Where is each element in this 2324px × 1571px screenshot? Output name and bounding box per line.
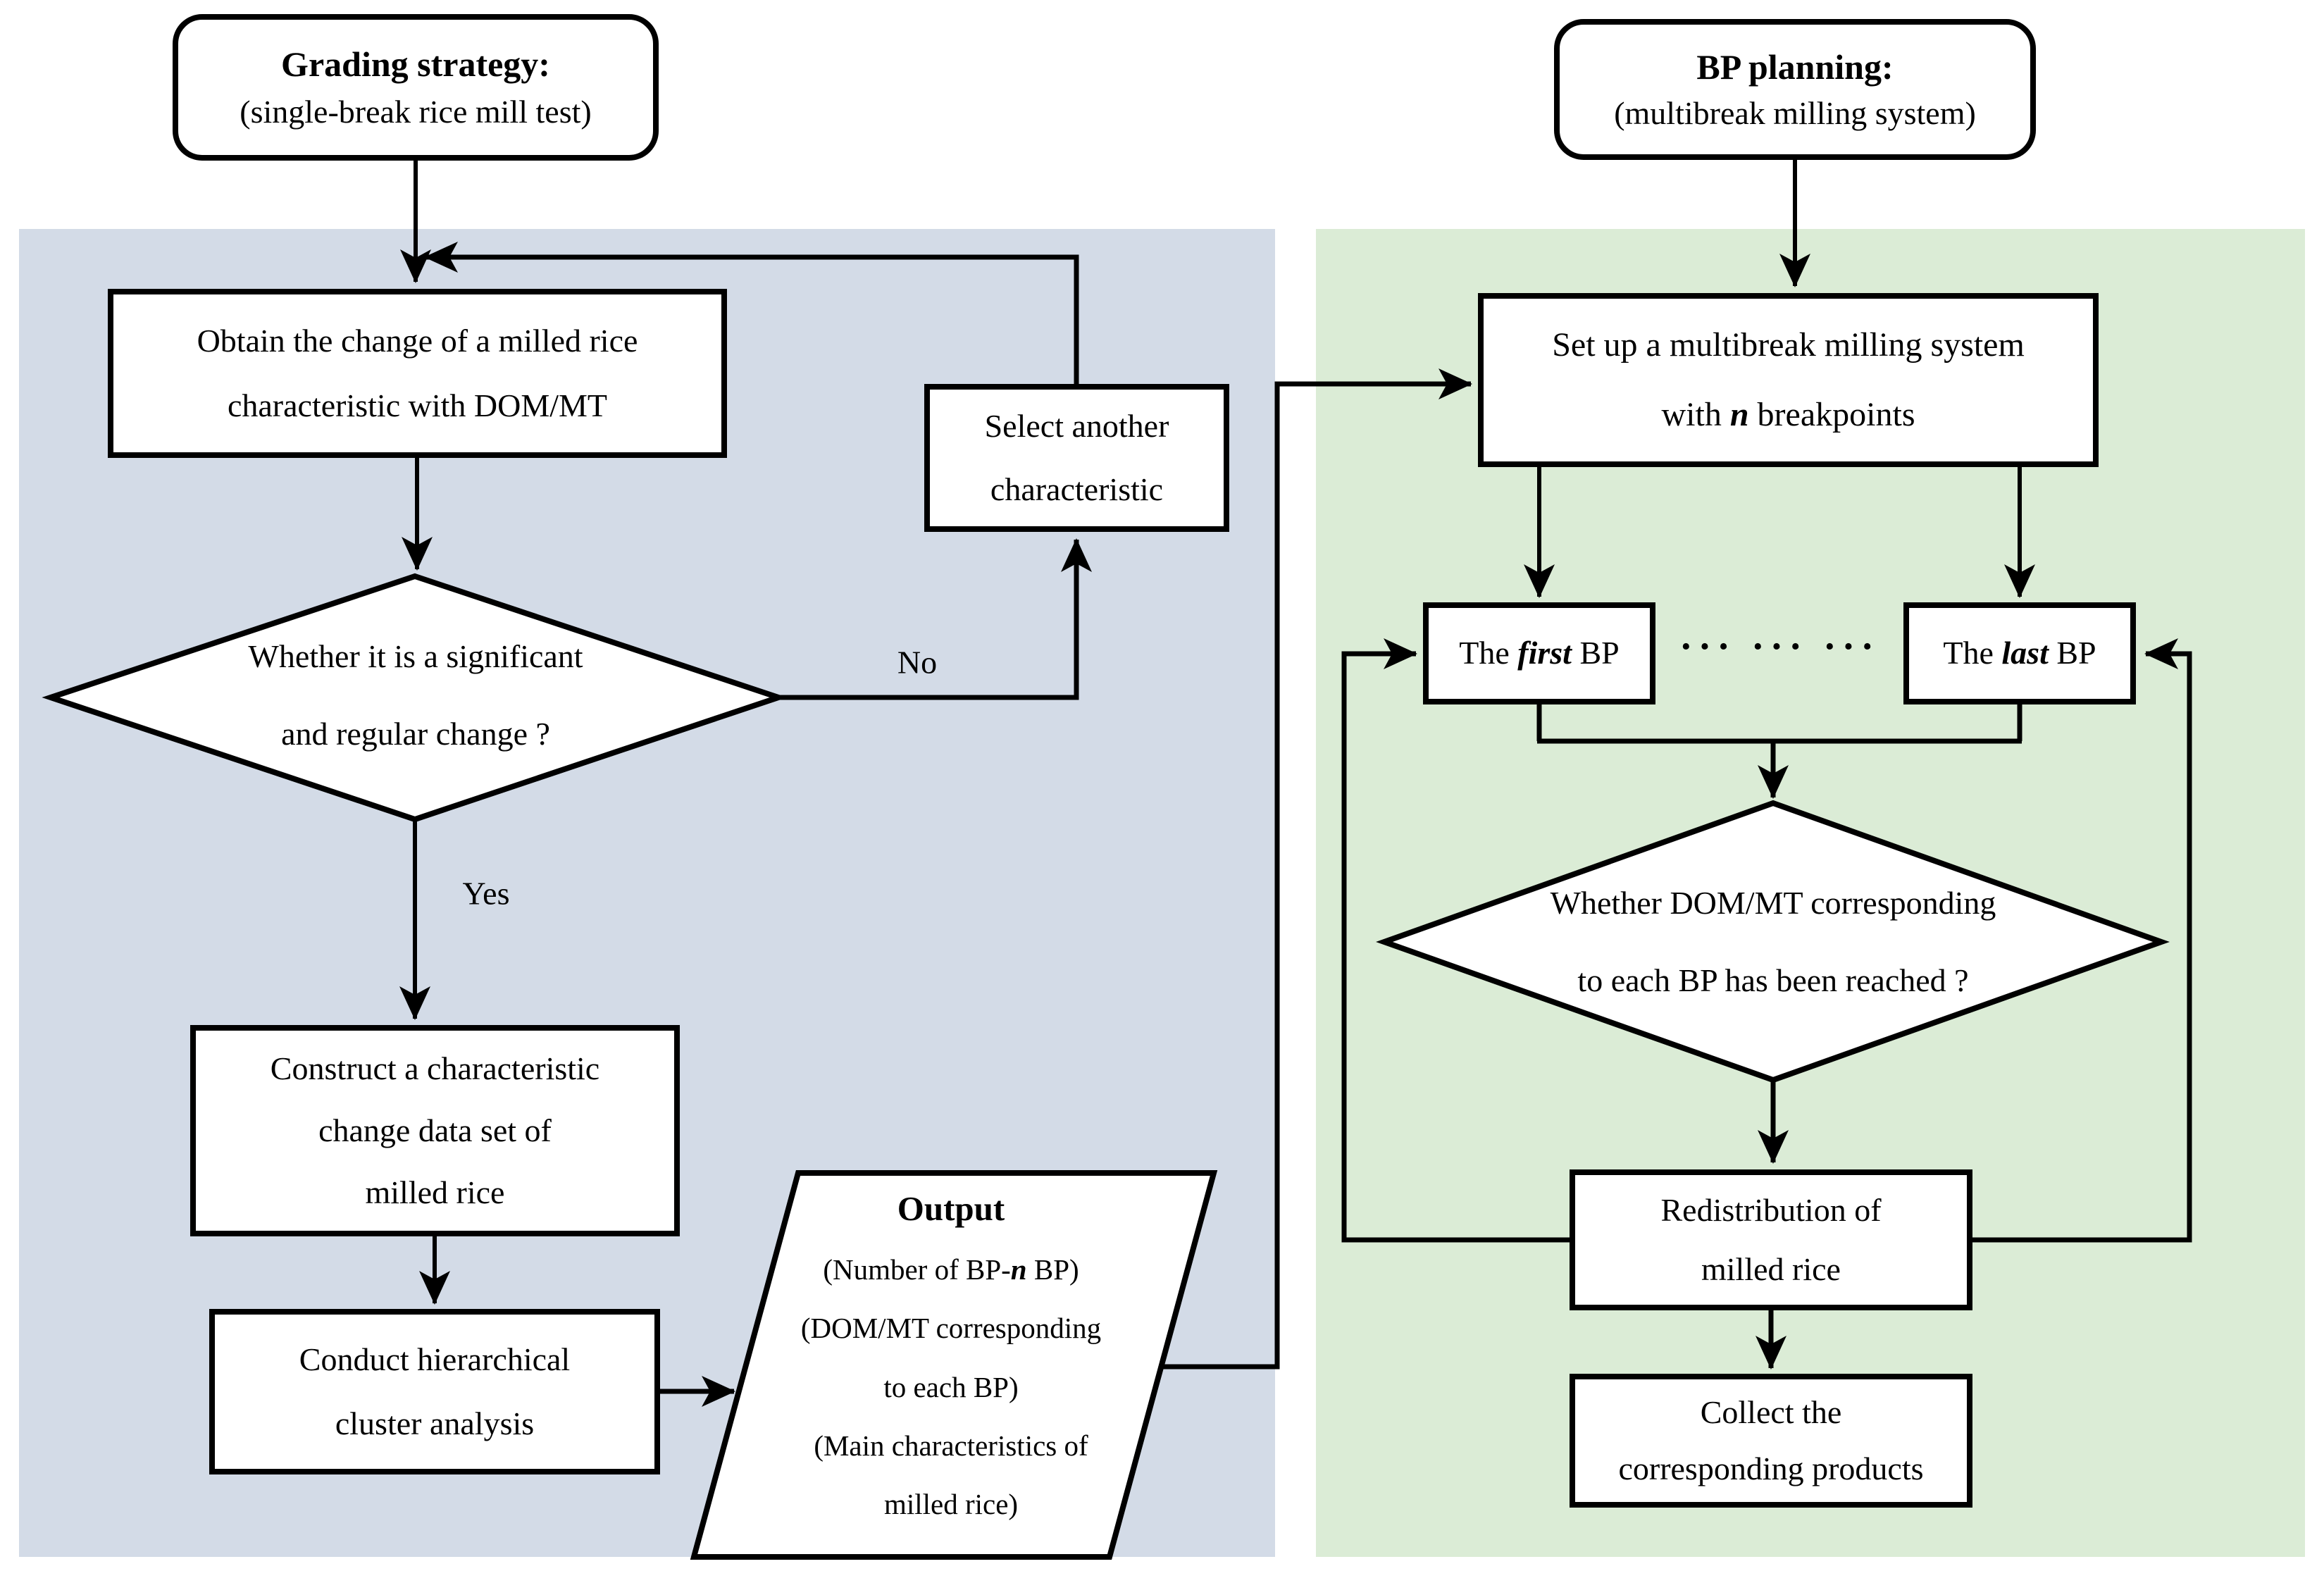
cluster-box-line1: Conduct hierarchical <box>299 1341 571 1378</box>
redistribution-box: Redistribution of milled rice <box>1570 1169 1972 1310</box>
significant-change-decision <box>42 573 788 823</box>
construct-box-line1: Construct a characteristic <box>270 1050 600 1086</box>
arrow-decision-no-to-select <box>778 538 1092 700</box>
arrow-redistribution-to-first-bp <box>1341 638 1570 1243</box>
first-bp-em: first <box>1517 635 1572 671</box>
obtain-change-line2: characteristic with DOM/MT <box>227 387 608 423</box>
setup-milling-system-box: Set up a multibreak milling system with … <box>1478 293 2099 467</box>
yes-label: Yes <box>462 875 510 912</box>
cluster-box-line2: cluster analysis <box>335 1405 535 1441</box>
no-label: No <box>897 644 938 681</box>
select-box-line1: Select another <box>984 407 1169 444</box>
select-box-line2: characteristic <box>990 471 1164 507</box>
last-bp-em: last <box>2001 635 2049 671</box>
arrow-select-feedback-to-obtain <box>424 242 1079 384</box>
redistribution-line2: milled rice <box>1701 1251 1841 1287</box>
last-bp-text: The last BP <box>1943 635 2096 671</box>
setup-box-n: n <box>1729 395 1749 433</box>
redistribution-line1: Redistribution of <box>1660 1191 1882 1228</box>
output-parallelogram <box>690 1170 1218 1560</box>
grading-strategy-heading: Grading strategy: <box>281 44 550 84</box>
last-bp-box: The last BP <box>1903 602 2136 704</box>
bp-ellipsis-dots: ··· ··· ··· <box>1679 625 1880 669</box>
obtain-change-line1: Obtain the change of a milled rice <box>197 322 638 359</box>
obtain-change-box: Obtain the change of a milled rice chara… <box>108 289 727 458</box>
grading-strategy-subheading: (single-break rice mill test) <box>240 94 592 130</box>
first-bp-box: The first BP <box>1423 602 1655 704</box>
grading-strategy-title-box: Grading strategy: (single-break rice mil… <box>173 14 659 161</box>
bp-planning-subheading: (multibreak milling system) <box>1614 95 1976 132</box>
construct-box-line2: change data set of <box>318 1112 552 1148</box>
dom-mt-reached-decision <box>1376 800 2170 1083</box>
construct-box-line3: milled rice <box>365 1174 505 1211</box>
select-another-characteristic-box: Select another characteristic <box>924 384 1229 532</box>
cluster-analysis-box: Conduct hierarchical cluster analysis <box>209 1309 660 1474</box>
bp-planning-heading: BP planning: <box>1696 46 1894 87</box>
arrow-redistribution-to-last-bp <box>1972 638 2192 1243</box>
arrow-output-to-setup <box>1161 368 1472 1370</box>
collect-products-box: Collect the corresponding products <box>1570 1374 1972 1508</box>
bp-planning-title-box: BP planning: (multibreak milling system) <box>1554 19 2036 160</box>
setup-box-line1: Set up a multibreak milling system <box>1552 326 2025 364</box>
collect-line2: corresponding products <box>1618 1451 1924 1486</box>
construct-dataset-box: Construct a characteristic change data s… <box>190 1025 680 1236</box>
collect-line1: Collect the <box>1700 1393 1842 1430</box>
first-bp-text: The first BP <box>1459 635 1620 671</box>
setup-box-line2: with n breakpoints <box>1661 395 1915 433</box>
